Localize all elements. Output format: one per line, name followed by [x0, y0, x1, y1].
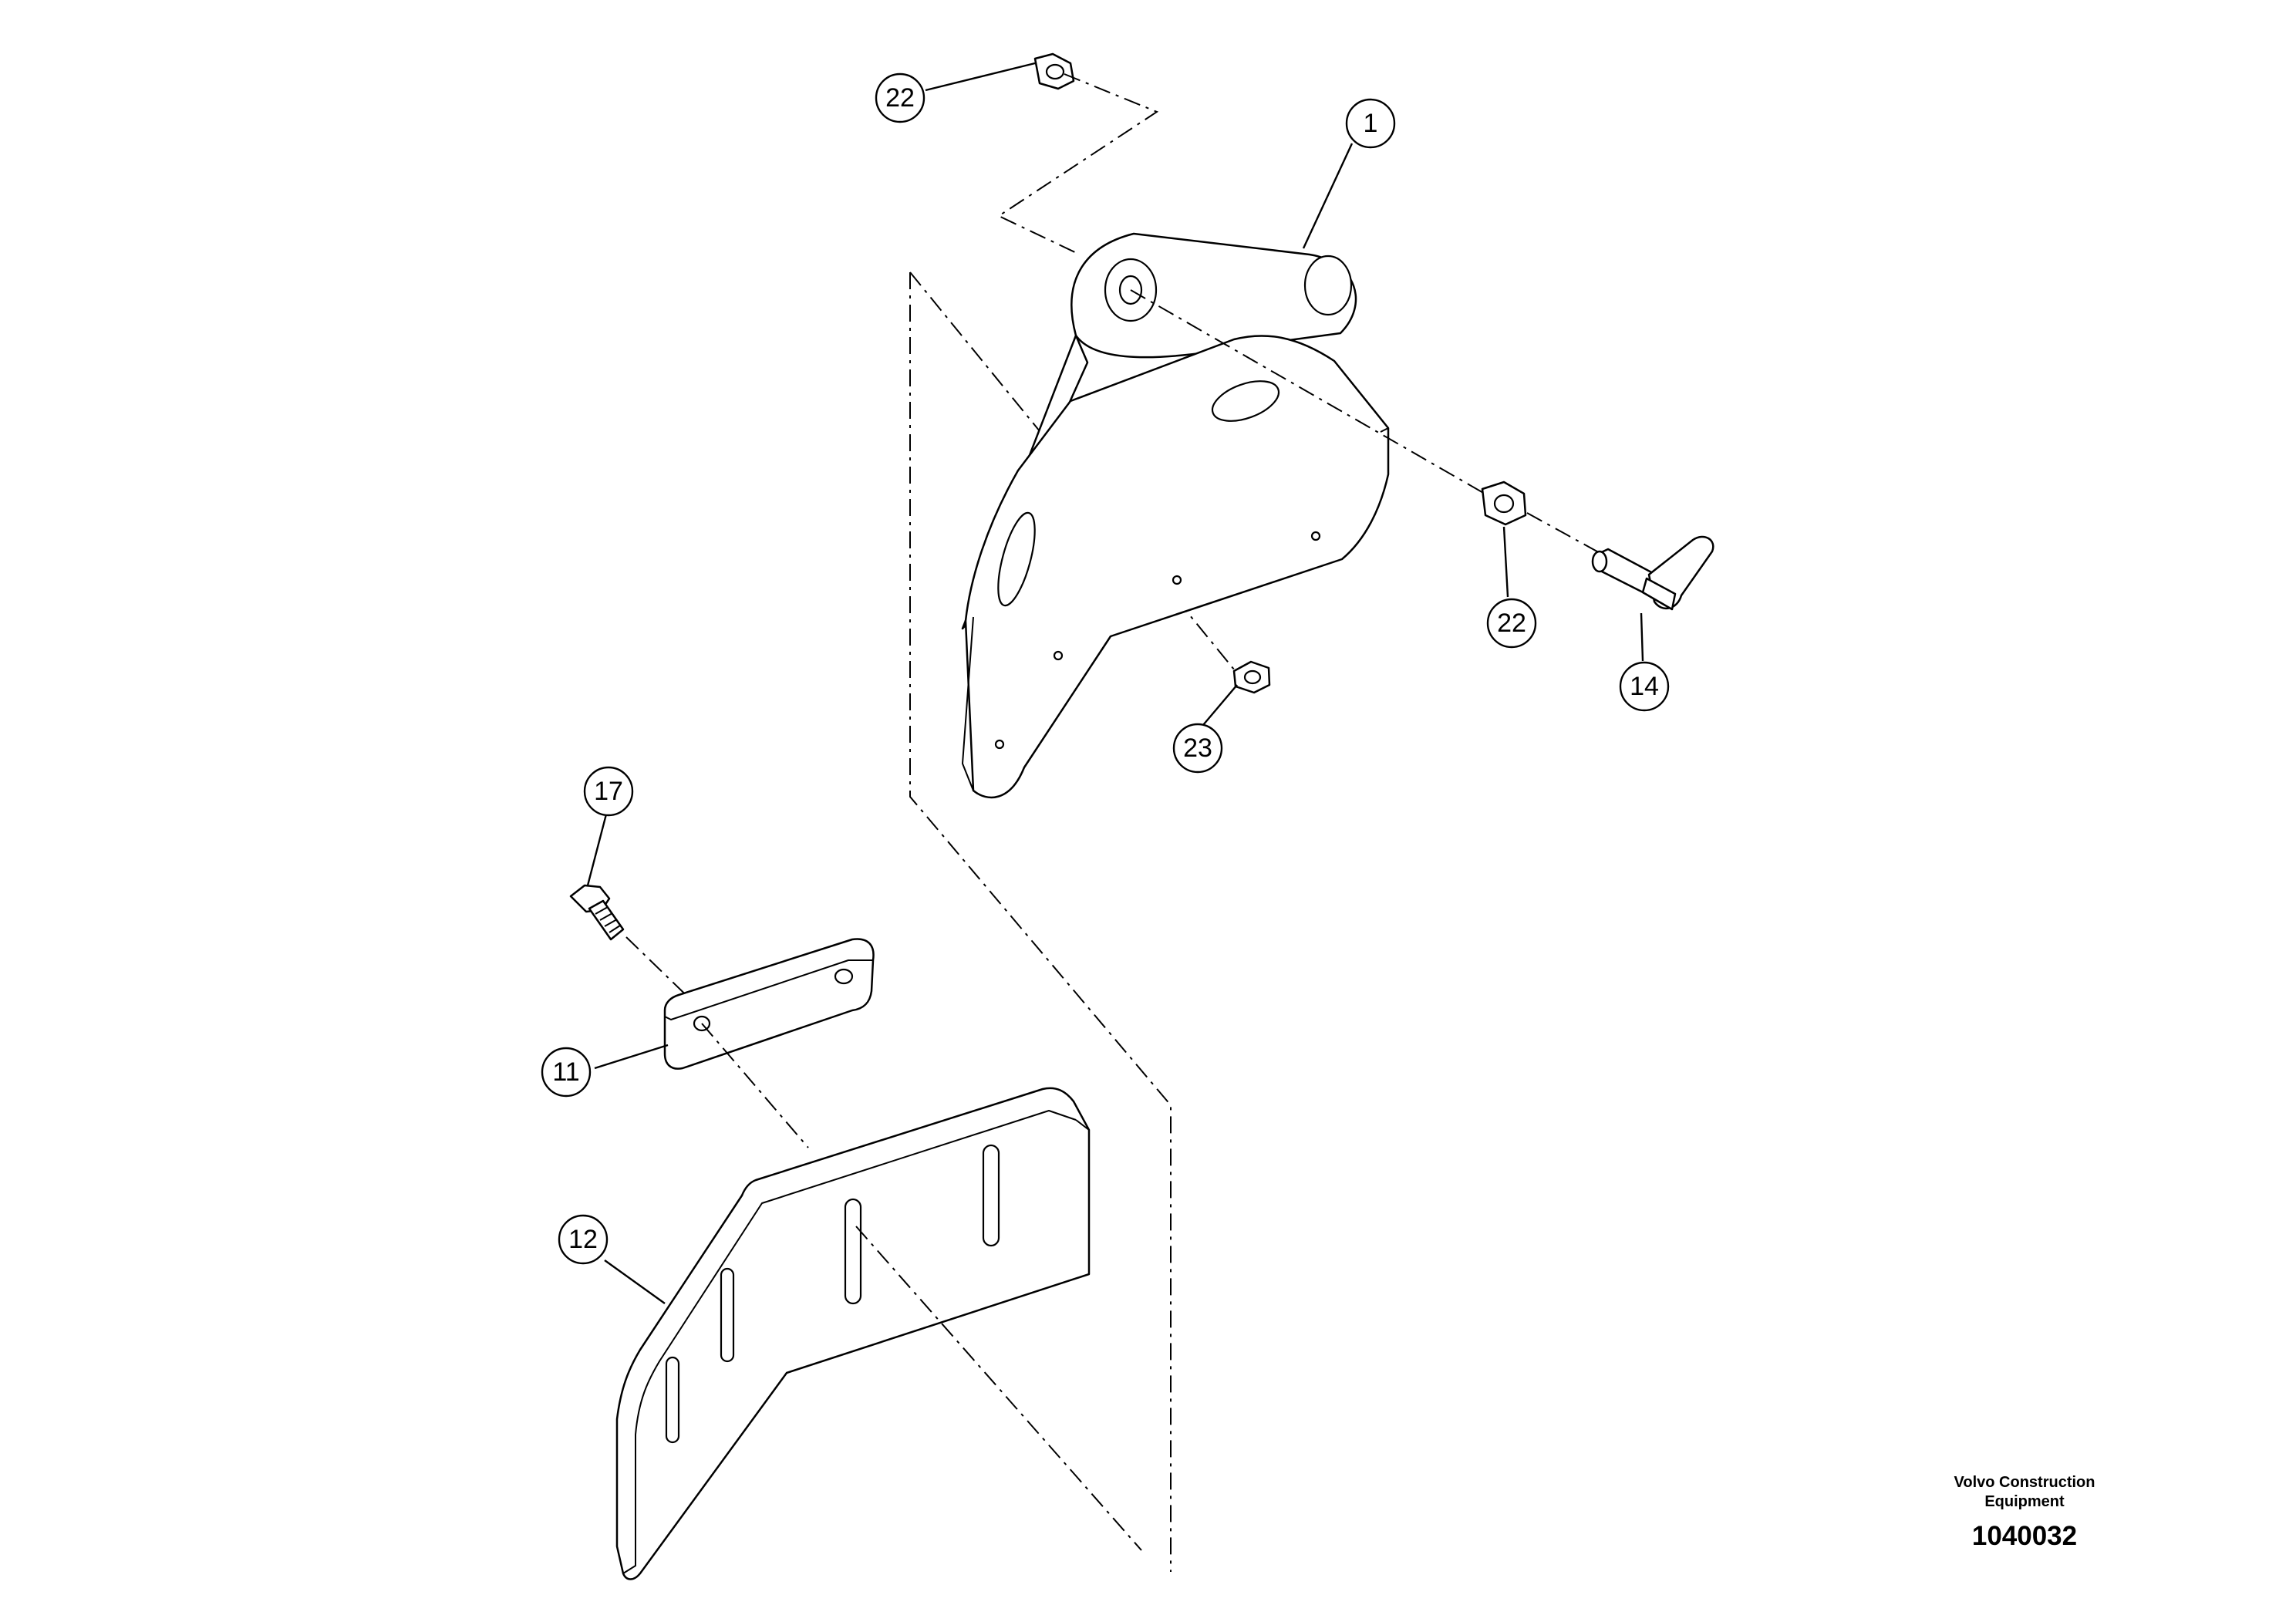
bracket-slot-4: [982, 1144, 1000, 1247]
slot-axis-line: [855, 1226, 1142, 1551]
part-23-nut: [1232, 660, 1271, 694]
svg-text:22: 22: [885, 83, 915, 113]
leader-22-top: [925, 62, 1036, 92]
part-14-lock-pin: [1591, 535, 1714, 611]
part-17-bolt: [569, 884, 625, 941]
drawing-number: 1040032: [1971, 1521, 2078, 1551]
svg-text:12: 12: [568, 1225, 598, 1254]
bracket-slot-2: [720, 1267, 735, 1363]
callout-14[interactable]: 14: [1619, 661, 1670, 712]
leader-23: [1202, 684, 1238, 726]
svg-text:22: 22: [1497, 609, 1526, 638]
svg-text:23: 23: [1183, 733, 1212, 763]
leader-22-right: [1502, 526, 1509, 598]
leader-11: [594, 1044, 669, 1070]
plate-axis-line: [701, 1023, 809, 1148]
branding-block: Volvo Construction Equipment 1040032: [1913, 1473, 2136, 1552]
callout-22-right[interactable]: 22: [1486, 598, 1537, 649]
pin-axis-line: [1130, 289, 1605, 556]
callout-1[interactable]: 1: [1345, 98, 1396, 149]
mounting-plane-outline: [909, 272, 1172, 1572]
leader-12: [604, 1259, 666, 1304]
callout-23[interactable]: 23: [1172, 723, 1223, 774]
leader-1: [1302, 143, 1354, 249]
bracket-slot-1: [665, 1356, 680, 1444]
part-1-bracket: [961, 232, 1390, 799]
svg-text:17: 17: [594, 777, 623, 806]
callout-11[interactable]: 11: [541, 1047, 592, 1098]
callout-22-top[interactable]: 22: [875, 73, 925, 123]
top-nut-assembly-line: [996, 73, 1159, 255]
svg-text:14: 14: [1630, 672, 1659, 701]
part-22-nut-right: [1481, 481, 1527, 526]
part-12-slotted-bracket: [615, 1087, 1091, 1580]
callout-12[interactable]: 12: [558, 1214, 609, 1265]
company-name-line2: Equipment: [1984, 1493, 2065, 1510]
plate-hole-right: [834, 968, 854, 985]
part-11-plate: [663, 938, 875, 1070]
bracket-slot-3: [844, 1198, 862, 1305]
leader-14: [1640, 612, 1644, 662]
bracket-upper-hole-right: [1303, 255, 1353, 316]
bracket-slot: [1211, 380, 1280, 422]
part-22-nut-top: [1033, 52, 1075, 90]
company-name-line1: Volvo Construction: [1954, 1474, 2095, 1491]
leader-17: [586, 811, 609, 886]
callout-17[interactable]: 17: [583, 766, 634, 817]
bracket-side-slot: [997, 511, 1036, 607]
svg-text:11: 11: [552, 1057, 579, 1087]
svg-text:1: 1: [1364, 109, 1378, 138]
